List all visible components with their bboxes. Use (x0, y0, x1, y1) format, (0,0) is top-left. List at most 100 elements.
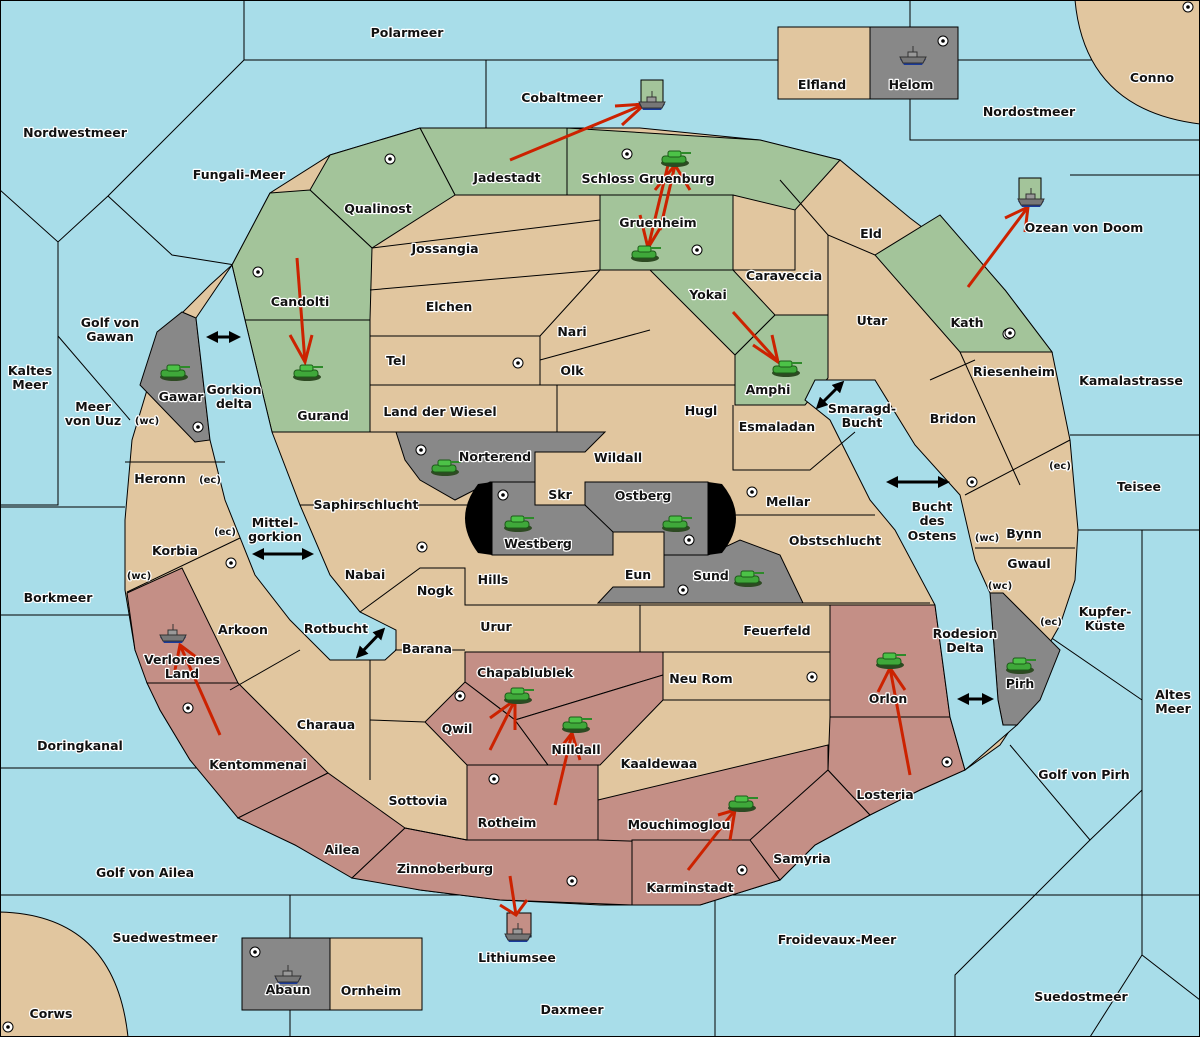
label: Orlon (869, 691, 908, 706)
label: Bynn (1006, 526, 1041, 541)
grey-labels: Helom Gawar Norterend Westberg Ostberg S… (157, 76, 1035, 998)
coast-marker: (ec) (1049, 461, 1071, 472)
label: Nabai (345, 567, 386, 582)
coast-marker: (wc) (127, 571, 151, 582)
label: Nordostmeer (983, 104, 1076, 119)
label: Hills (478, 572, 509, 587)
label: Polarmeer (371, 25, 445, 40)
label: Mittel- (252, 515, 299, 530)
label: Rotheim (478, 815, 537, 830)
red-labels: Verlorenes Land Kentommenai Ailea Zinnob… (143, 651, 915, 896)
label: Golf von (81, 315, 140, 330)
label: Teisee (1117, 479, 1161, 494)
label: Chapablublek (477, 665, 574, 680)
label: Meer (1155, 701, 1191, 716)
label: Gurand (297, 408, 349, 423)
label: Karminstadt (646, 880, 733, 895)
label: Nari (557, 324, 586, 339)
label: Borkmeer (24, 590, 94, 605)
label: Kupfer- (1079, 604, 1132, 619)
label: Ozean von Doom (1025, 220, 1144, 235)
label: Kaaldewaa (621, 756, 698, 771)
label: Saphirschlucht (314, 497, 419, 512)
label: Suedwestmeer (113, 930, 219, 945)
label: Bucht (842, 415, 883, 430)
label: Ostens (908, 528, 957, 543)
label: Olk (560, 363, 584, 378)
province-kath[interactable] (874, 214, 1054, 353)
green-labels: Jadestadt Schloss Gruenburg Qualinost Gr… (270, 169, 985, 424)
label: Tel (386, 353, 406, 368)
inland-sea-ostens (804, 379, 1019, 771)
label: Gorkion (206, 382, 261, 397)
sea-labels: Polarmeer Cobaltmeer Nordwestmeer Fungal… (7, 24, 1193, 1018)
label: Riesenheim (973, 364, 1055, 379)
label: Nilldall (551, 742, 600, 757)
label: Losteria (856, 787, 913, 802)
label: Rodesion (933, 626, 998, 641)
label: Abaun (266, 982, 311, 997)
province-qualinost[interactable] (309, 127, 456, 249)
coast-markers: (wc) (ec) (ec) (wc) (ec) (wc) (wc) (ec) (126, 415, 1072, 629)
label: Arkoon (218, 622, 268, 637)
label: Fungali-Meer (193, 167, 286, 182)
province-samyria[interactable] (749, 769, 871, 881)
label: Golf von Pirh (1038, 767, 1129, 782)
label: Schloss Gruenburg (581, 171, 714, 186)
coast-marker: (ec) (214, 527, 236, 538)
label: Froidevaux-Meer (778, 932, 897, 947)
label: Land der Wiesel (383, 404, 496, 419)
label: Bucht (912, 499, 953, 514)
label: Meer (12, 377, 48, 392)
province-conno[interactable] (1074, 0, 1200, 125)
coast-marker: (wc) (135, 416, 159, 427)
label: Ostberg (615, 488, 672, 503)
label: Kamalastrasse (1079, 373, 1183, 388)
province-ornheim[interactable] (329, 937, 423, 1011)
label: Cobaltmeer (521, 90, 603, 105)
label: Westberg (504, 536, 572, 551)
coast-marker: (ec) (1040, 617, 1062, 628)
label: Helom (889, 77, 934, 92)
province-corws[interactable] (0, 911, 129, 1037)
label: Esmaladan (739, 419, 815, 434)
label: Mellar (766, 494, 811, 509)
label: Gwaul (1007, 556, 1050, 571)
label: Gawan (86, 329, 134, 344)
label: Barana (402, 641, 452, 656)
label: Jadestadt (472, 170, 540, 185)
label: Nogk (417, 583, 454, 598)
label: Elchen (426, 299, 473, 314)
label: Feuerfeld (743, 623, 810, 638)
label: Samyria (773, 851, 831, 866)
label: Ornheim (341, 983, 401, 998)
label: Kentommenai (209, 757, 307, 772)
label: Urur (480, 619, 512, 634)
label: Land (165, 666, 199, 681)
label: Altes (1155, 687, 1191, 702)
label: Rotbucht (304, 621, 368, 636)
impassable-west (465, 482, 492, 555)
label: Amphi (746, 382, 791, 397)
label: Zinnoberburg (397, 861, 493, 876)
label: Charaua (297, 717, 355, 732)
label: Qualinost (344, 201, 411, 216)
label: Qwil (442, 721, 473, 736)
label: Kaltes (8, 363, 52, 378)
label: Jossangia (410, 241, 478, 256)
label: Heronn (134, 471, 186, 486)
label: Lithiumsee (478, 950, 556, 965)
coast-marker: (wc) (975, 533, 999, 544)
label: Corws (30, 1006, 73, 1021)
label: Gawar (159, 389, 205, 404)
label: Bridon (930, 411, 976, 426)
label: Candolti (271, 294, 330, 309)
label: von Uuz (65, 413, 121, 428)
label: delta (216, 396, 252, 411)
label: Sund (693, 568, 729, 583)
label: Skr (548, 487, 572, 502)
province-elfland[interactable] (777, 26, 871, 100)
label: Pirh (1006, 676, 1035, 691)
label: Mouchimoglou (628, 817, 731, 832)
